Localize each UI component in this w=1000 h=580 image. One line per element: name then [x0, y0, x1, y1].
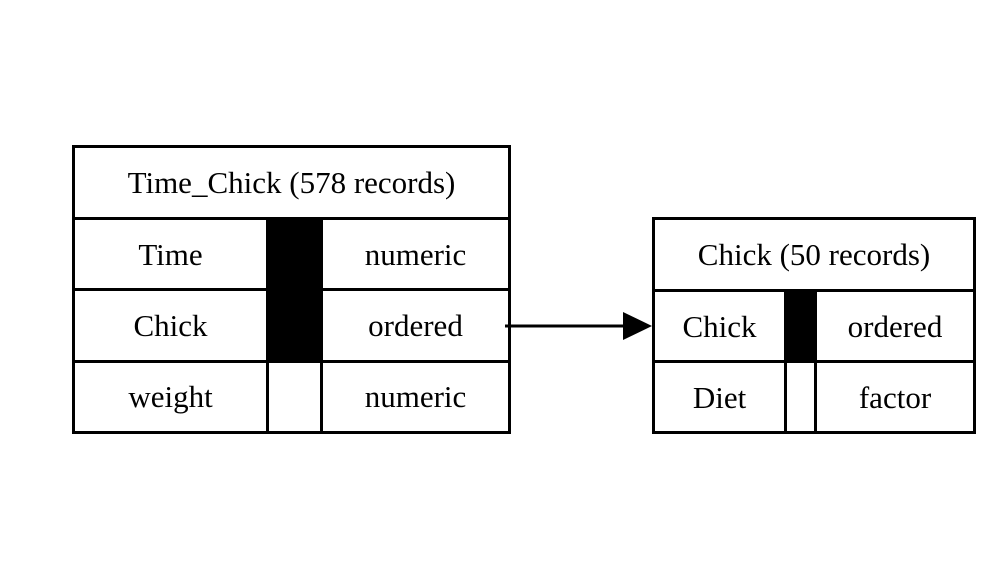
field-type-cell: ordered: [323, 291, 508, 360]
table-row[interactable]: weight numeric: [75, 362, 508, 431]
field-type-cell: ordered: [817, 292, 973, 360]
field-name-cell: Chick: [655, 292, 784, 360]
field-name-cell: Time: [75, 220, 266, 289]
table-row[interactable]: Chick ordered: [75, 291, 508, 363]
key-marker-icon: [266, 291, 323, 360]
key-marker-icon: [784, 292, 817, 360]
field-name-cell: Chick: [75, 291, 266, 360]
key-marker-icon: [266, 220, 323, 289]
table-row[interactable]: Diet factor: [655, 363, 973, 431]
relationship-arrow-icon: [505, 312, 652, 340]
entity-header-chick: Chick (50 records): [655, 220, 973, 292]
key-marker-empty-icon: [266, 362, 323, 431]
field-type-cell: numeric: [323, 362, 508, 431]
entity-box-time-chick[interactable]: Time_Chick (578 records) Time numeric Ch…: [72, 145, 511, 434]
field-name-cell: Diet: [655, 363, 784, 431]
key-marker-empty-icon: [784, 363, 817, 431]
field-type-cell: factor: [817, 363, 973, 431]
field-type-cell: numeric: [323, 220, 508, 289]
field-name-cell: weight: [75, 362, 266, 431]
table-row[interactable]: Chick ordered: [655, 292, 973, 363]
arrowhead-icon: [623, 312, 652, 340]
table-row[interactable]: Time numeric: [75, 220, 508, 292]
entity-box-chick[interactable]: Chick (50 records) Chick ordered Diet fa…: [652, 217, 976, 434]
entity-header-time-chick: Time_Chick (578 records): [75, 148, 508, 220]
